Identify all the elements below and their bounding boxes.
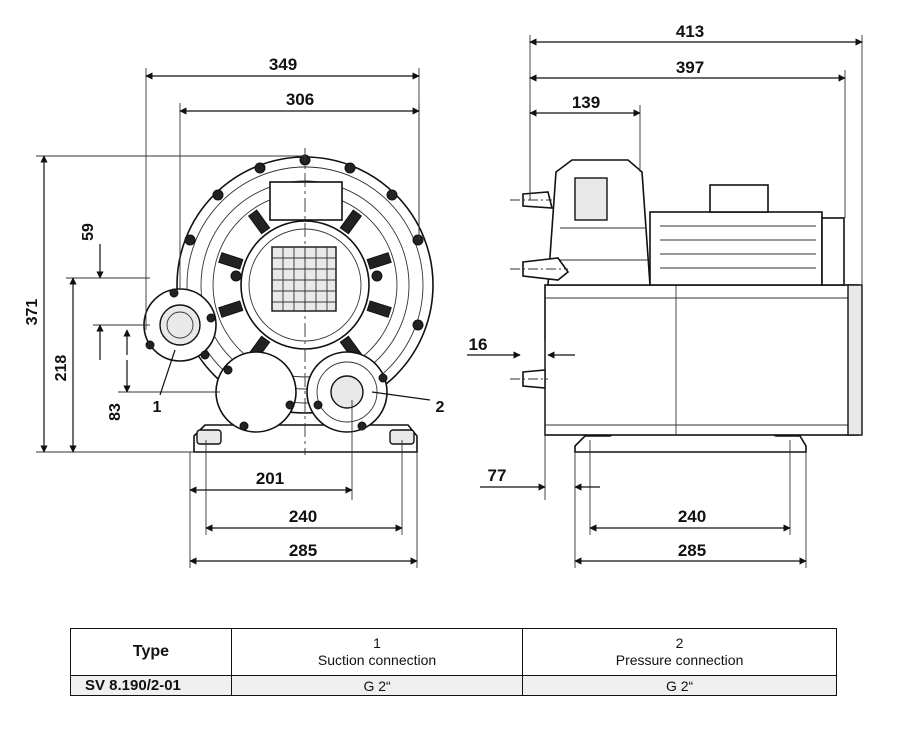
front-view: 349 306 371 218 59 83 201 240 285 1 2 <box>24 55 445 568</box>
dim-240-side: 240 <box>678 507 706 526</box>
connection-spec-table: Type 1 Suction connection 2 Pressure con… <box>70 628 837 696</box>
side-motor-fins <box>660 225 816 269</box>
callout-pressure: 2 <box>436 399 445 416</box>
front-lower-drum-left <box>215 351 297 433</box>
dim-240-front: 240 <box>289 507 317 526</box>
side-blower-head <box>547 159 651 286</box>
dim-77: 77 <box>488 466 507 485</box>
dim-413: 413 <box>676 22 704 41</box>
dim-59: 59 <box>80 223 97 241</box>
dim-16: 16 <box>469 335 488 354</box>
dim-139: 139 <box>572 93 600 112</box>
table-header-pressure-number: 2 <box>675 635 684 651</box>
side-motor-fan-cover <box>821 217 845 286</box>
front-suction-flange-bolts <box>145 288 216 360</box>
dim-371: 371 <box>24 299 41 326</box>
dim-285-side: 285 <box>678 541 706 560</box>
side-view: 413 397 139 16 77 240 285 <box>467 22 863 568</box>
table-header-suction-label: Suction connection <box>317 652 437 668</box>
dim-397: 397 <box>676 58 704 77</box>
technical-drawing: 349 306 371 218 59 83 201 240 285 1 2 <box>24 22 863 568</box>
table-cell-type: SV 8.190/2-01 <box>70 675 232 696</box>
front-dimension-lines <box>40 72 431 565</box>
table-header-row: Type 1 Suction connection 2 Pressure con… <box>70 628 837 676</box>
side-terminal-box <box>709 184 769 213</box>
side-cylinder-body <box>544 284 859 436</box>
front-pressure-port <box>330 375 364 409</box>
side-cylinder-endcap <box>847 284 863 436</box>
side-motor-body <box>649 211 823 286</box>
table-row: SV 8.190/2-01 G 2“ G 2“ <box>70 675 837 696</box>
table-header-type: Type <box>70 628 232 676</box>
front-suction-bore <box>159 304 201 346</box>
table-header-pressure-label: Pressure connection <box>615 652 744 668</box>
table-cell-suction: G 2“ <box>230 675 524 696</box>
table-header-suction-number: 1 <box>373 635 381 651</box>
front-housing-bolts <box>184 154 424 331</box>
front-extension-lines <box>36 68 420 568</box>
dim-285-front: 285 <box>289 541 317 560</box>
table-cell-pressure: G 2“ <box>522 675 837 696</box>
dim-201: 201 <box>256 469 284 488</box>
front-motor-box <box>269 181 343 221</box>
dim-306: 306 <box>286 90 314 109</box>
dim-349: 349 <box>269 55 297 74</box>
front-base-foot <box>193 424 418 453</box>
side-dimension-lines <box>467 38 863 565</box>
table-header-suction: 1 Suction connection <box>230 628 524 676</box>
dim-218: 218 <box>53 355 70 382</box>
table-header-pressure: 2 Pressure connection <box>522 628 837 676</box>
callout-suction: 1 <box>153 399 162 416</box>
dim-83: 83 <box>107 403 124 421</box>
front-fan-grille <box>271 246 337 312</box>
front-base-pad-left <box>196 429 222 445</box>
front-lower-bolts <box>223 365 388 431</box>
